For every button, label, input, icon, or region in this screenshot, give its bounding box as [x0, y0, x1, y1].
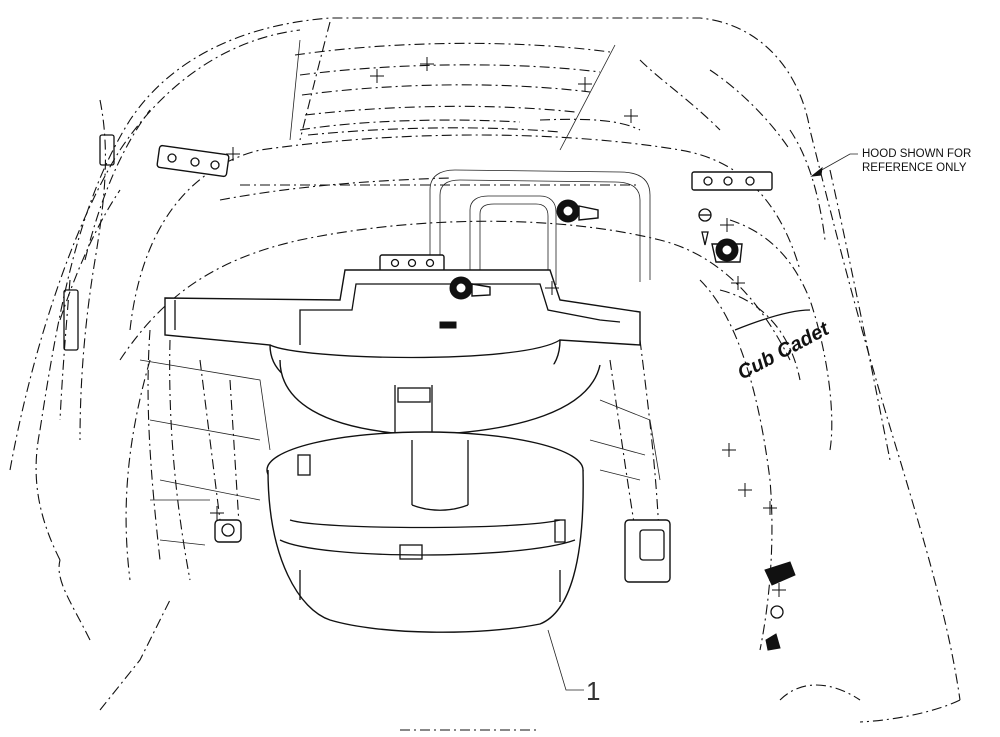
part-number-label: 1: [586, 676, 600, 706]
reference-note-line2: REFERENCE ONLY: [862, 162, 967, 174]
part-1-basket: [266, 431, 584, 633]
hood-left-panel: [59, 99, 115, 441]
fastener-washer-right: [698, 208, 712, 246]
hood-grille: [289, 39, 616, 151]
fastener-knob-right: [711, 238, 743, 263]
hood-badge-text: Cub Cadet: [734, 317, 834, 384]
part-1-callout: 1: [547, 629, 600, 706]
support-frame: [240, 169, 651, 290]
left-interior-structure: [139, 329, 271, 581]
mount-bracket-left: [156, 144, 230, 178]
fastener-clip-lower: [764, 561, 796, 651]
reference-cross-marks: [210, 57, 786, 597]
mount-bracket-right: [691, 171, 773, 191]
reference-note-line1: HOOD SHOWN FOR: [862, 148, 971, 160]
part-1-tray: [164, 269, 641, 437]
reference-note-callout: HOOD SHOWN FOR REFERENCE ONLY: [810, 148, 971, 177]
fastener-knob-upper: [556, 199, 599, 223]
mount-bracket-center: [379, 254, 445, 272]
right-interior-structure: [589, 339, 671, 583]
fastener-knob-center: [449, 276, 491, 300]
